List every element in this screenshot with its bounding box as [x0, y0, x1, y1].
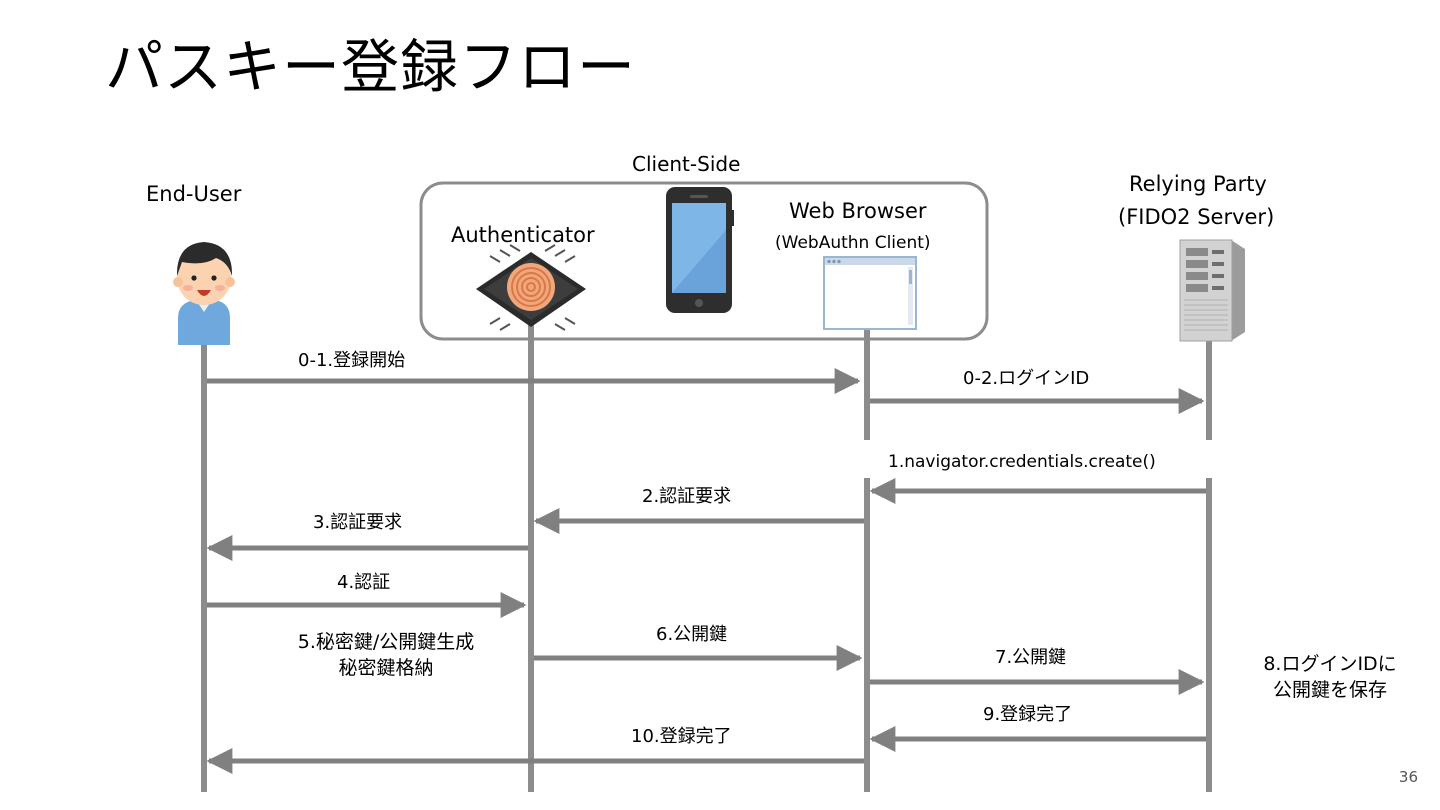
end-user-label: End-User	[146, 182, 242, 206]
web-browser-label: Web Browser	[789, 199, 927, 223]
client-side-label: Client-Side	[632, 152, 741, 176]
message-label: 7.公開鍵	[995, 647, 1067, 668]
note-step-5-line2: 秘密鍵格納	[338, 656, 434, 679]
user-icon	[173, 242, 235, 345]
note-step-8: 8.ログインIDに 公開鍵を保存	[1250, 652, 1410, 703]
server-icon	[1179, 239, 1245, 342]
message-label: 6.公開鍵	[656, 624, 728, 645]
message-label: 0-1.登録開始	[298, 350, 406, 371]
fido2-server-label: (FIDO2 Server)	[1118, 205, 1275, 229]
message-label: 10.登録完了	[631, 726, 732, 747]
client-side-group-box	[419, 181, 989, 341]
smartphone-icon	[666, 187, 734, 313]
browser-window-icon	[823, 256, 917, 330]
note-step-8-line1: 8.ログインIDに	[1263, 653, 1397, 675]
relying-party-label: Relying Party	[1129, 172, 1267, 196]
page-number: 36	[1398, 768, 1418, 786]
note-step-8-line2: 公開鍵を保存	[1272, 678, 1387, 701]
page-title: パスキー登録フロー	[105, 33, 637, 101]
message-label: 2.認証要求	[642, 486, 732, 507]
webauthn-client-label: (WebAuthn Client)	[775, 233, 931, 253]
message-label: 1.navigator.credentials.create()	[888, 452, 1156, 472]
authenticator-label: Authenticator	[451, 223, 595, 247]
message-label: 4.認証	[337, 572, 391, 593]
fingerprint-chip-icon	[476, 244, 586, 331]
note-step-5: 5.秘密鍵/公開鍵生成 秘密鍵格納	[276, 630, 496, 681]
message-label: 3.認証要求	[313, 512, 403, 533]
note-step-5-line1: 5.秘密鍵/公開鍵生成	[297, 631, 475, 653]
message-label: 0-2.ログインID	[963, 368, 1090, 389]
message-label: 9.登録完了	[983, 704, 1073, 725]
